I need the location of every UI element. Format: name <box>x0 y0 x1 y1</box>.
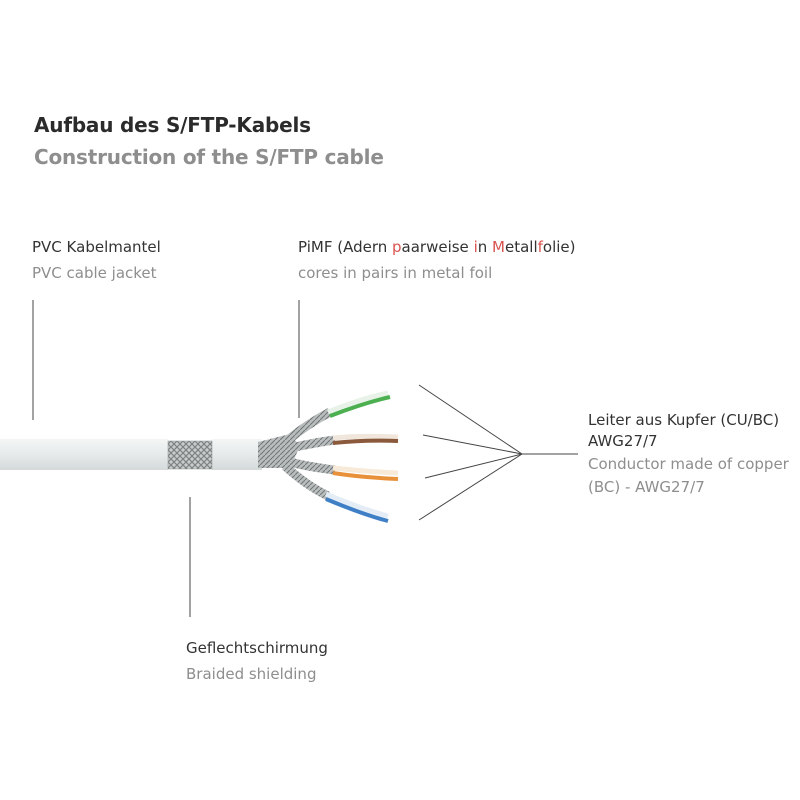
orange-pair <box>288 457 399 481</box>
pimf-label-de: PiMF (Adern paarweise in Metallfolie) <box>298 234 575 260</box>
pimf-label-en: cores in pairs in metal foil <box>298 264 493 282</box>
green-pair <box>285 390 391 444</box>
pimf-text-part: etall <box>504 238 538 256</box>
jacket-label-de: PVC Kabelmantel <box>32 238 161 256</box>
pimf-highlight-p: p <box>392 238 402 256</box>
title-english: Construction of the S/FTP cable <box>34 145 384 169</box>
shield-label: Geflechtschirmung Braided shielding <box>186 635 328 687</box>
conductor-leader-lines <box>418 384 578 521</box>
shield-label-de: Geflechtschirmung <box>186 639 328 657</box>
pimf-text-part: olie) <box>542 238 576 256</box>
pimf-highlight-m: M <box>492 238 505 256</box>
pimf-text-part: n <box>477 238 493 256</box>
conductor-label-de-line1: Leiter aus Kupfer (CU/BC) <box>588 411 780 429</box>
jacket-label: PVC Kabelmantel PVC cable jacket <box>32 234 161 286</box>
conductor-label-de-line2: AWG27/7 <box>588 432 658 450</box>
shield-label-en: Braided shielding <box>186 665 317 683</box>
title-german: Aufbau des S/FTP-Kabels <box>34 113 311 137</box>
blue-pair <box>281 462 389 523</box>
jacket-label-en: PVC cable jacket <box>32 264 157 282</box>
conductor-label-en-line1: Conductor made of copper <box>588 455 789 473</box>
pimf-text-part: aarweise <box>401 238 474 256</box>
cable-jacket-end <box>212 439 262 470</box>
conductor-label-en-line2: (BC) - AWG27/7 <box>588 478 705 496</box>
pimf-text-part: PiMF (Adern <box>298 238 392 256</box>
pimf-highlight-i: i <box>473 238 478 256</box>
brown-pair <box>289 433 399 453</box>
braided-shield <box>167 440 213 470</box>
pimf-highlight-f: f <box>537 238 543 256</box>
pimf-label: PiMF (Adern paarweise in Metallfolie) co… <box>298 234 575 286</box>
foil-bundle <box>258 434 300 468</box>
cable-jacket <box>0 439 168 470</box>
conductor-label: Leiter aus Kupfer (CU/BC) AWG27/7 Conduc… <box>588 410 789 498</box>
